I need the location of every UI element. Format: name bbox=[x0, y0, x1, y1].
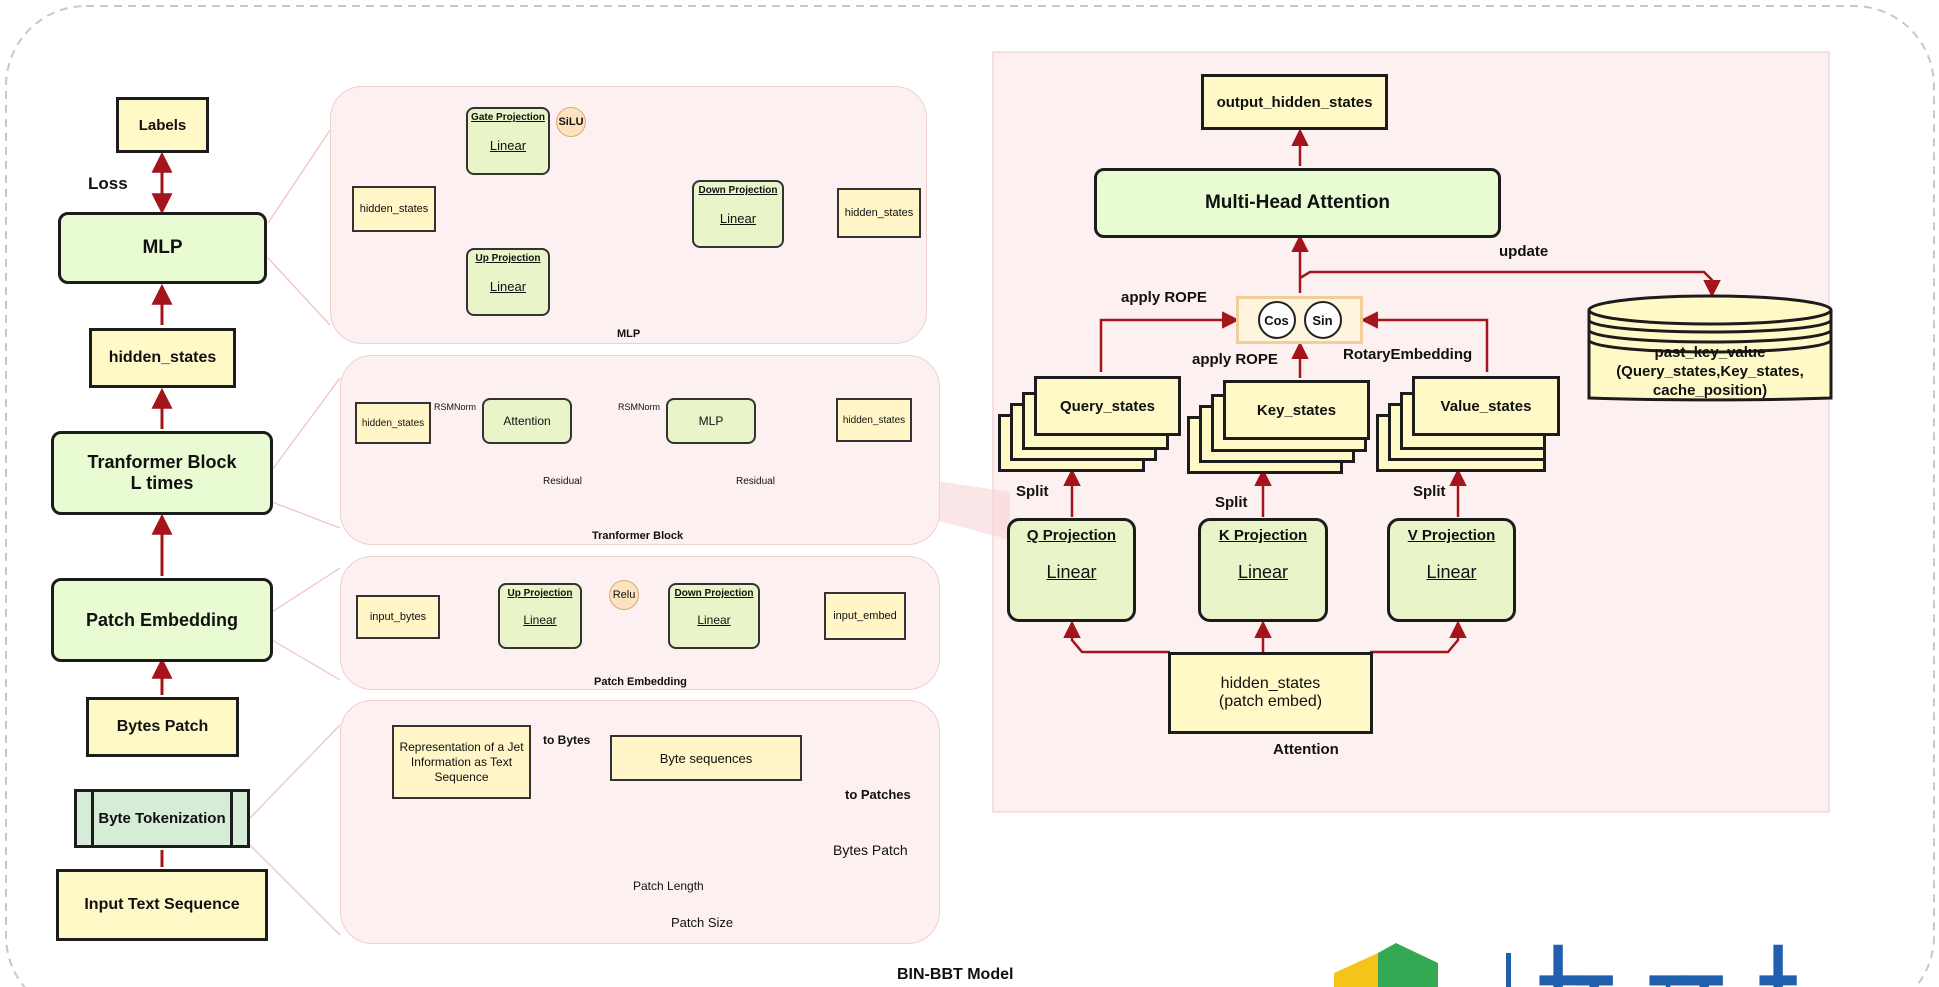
gate-projection-title: Gate Projection bbox=[471, 112, 545, 123]
up-projection-box: Up Projection Linear bbox=[466, 248, 550, 316]
q-projection-box: Q Projection Linear bbox=[1007, 518, 1136, 622]
transformer-mlp-node: MLP bbox=[666, 398, 756, 444]
rsmnorm-label-1: RSMNorm bbox=[434, 402, 476, 412]
multi-head-attention-box: Multi-Head Attention bbox=[1094, 168, 1501, 238]
split-label-v: Split bbox=[1413, 483, 1446, 500]
byte-sequences-box: Byte sequences bbox=[610, 735, 802, 781]
patch-up-projection-box: Up Projection Linear bbox=[498, 583, 582, 649]
rotary-embedding-label: RotaryEmbedding bbox=[1343, 346, 1473, 363]
input-text-sequence-box: Input Text Sequence bbox=[56, 869, 268, 941]
residual-label-1: Residual bbox=[543, 476, 582, 487]
brand-logo: ╋┳ ┯┳ ╋ bbox=[1334, 943, 1797, 987]
attention-panel-caption: Attention bbox=[1273, 741, 1339, 758]
query-states-box: Query_states bbox=[1034, 376, 1181, 436]
down-projection-linear: Linear bbox=[719, 211, 757, 226]
byte-tokenization-box: Byte Tokenization bbox=[74, 789, 250, 848]
gate-projection-linear: Linear bbox=[489, 138, 527, 153]
patch-down-projection-linear: Linear bbox=[697, 613, 731, 627]
transformer-input-box: hidden_states bbox=[355, 402, 431, 444]
representation-box: Representation of a Jet Information as T… bbox=[392, 725, 531, 799]
up-projection-linear: Linear bbox=[489, 279, 527, 294]
k-projection-linear: Linear bbox=[1237, 562, 1289, 582]
patch-up-projection-linear: Linear bbox=[523, 613, 557, 627]
output-hidden-states-box: output_hidden_states bbox=[1201, 74, 1388, 130]
k-projection-title: K Projection bbox=[1218, 527, 1308, 544]
mlp-input-box: hidden_states bbox=[352, 186, 436, 232]
transformer-panel bbox=[340, 355, 940, 545]
past-key-value-detail-2: cache_position) bbox=[1652, 382, 1768, 399]
rsmnorm-label-2: RSMNorm bbox=[618, 402, 660, 412]
past-key-value-detail-1: (Query_states,Key_states, bbox=[1616, 363, 1804, 380]
outer-frame bbox=[5, 5, 1935, 987]
attention-input-line1: hidden_states bbox=[1220, 675, 1321, 692]
past-key-value-title: past_key_value bbox=[1654, 344, 1766, 361]
split-label-k: Split bbox=[1215, 494, 1248, 511]
to-patches-label: to Patches bbox=[845, 787, 911, 802]
svg-text:╋: ╋ bbox=[1759, 944, 1797, 987]
mlp-panel-caption: MLP bbox=[617, 328, 641, 340]
hidden-states-box: hidden_states bbox=[89, 328, 236, 388]
byte-tokenization-label: Byte Tokenization bbox=[98, 810, 226, 827]
attention-input-line2: (patch embed) bbox=[1218, 693, 1323, 710]
v-projection-box: V Projection Linear bbox=[1387, 518, 1516, 622]
update-label: update bbox=[1499, 243, 1549, 260]
rotary-embedding-box: Cos Sin bbox=[1236, 296, 1363, 344]
v-projection-linear: Linear bbox=[1426, 562, 1477, 582]
to-bytes-label: to Bytes bbox=[543, 733, 591, 747]
silu-node: SiLU bbox=[556, 107, 586, 137]
bytes-patch-label: Bytes Patch bbox=[833, 842, 908, 858]
q-projection-title: Q Projection bbox=[1026, 527, 1117, 544]
mlp-output-box: hidden_states bbox=[837, 188, 921, 238]
residual-label-2: Residual bbox=[736, 476, 775, 487]
v-projection-title: V Projection bbox=[1407, 527, 1496, 544]
transformer-block-repeat: L times bbox=[130, 473, 194, 493]
q-projection-linear: Linear bbox=[1046, 562, 1097, 582]
apply-rope-label-1: apply ROPE bbox=[1121, 289, 1207, 306]
apply-rope-label-2: apply ROPE bbox=[1192, 351, 1278, 368]
loss-label: Loss bbox=[88, 174, 128, 193]
input-bytes-box: input_bytes bbox=[356, 595, 440, 639]
transformer-output-box: hidden_states bbox=[836, 398, 912, 442]
model-name-caption: BIN-BBT Model bbox=[897, 966, 1014, 983]
transformer-block-box: Tranformer Block L times bbox=[51, 431, 273, 515]
patch-panel-caption: Patch Embedding bbox=[594, 676, 687, 688]
patch-down-projection-box: Down Projection Linear bbox=[668, 583, 760, 649]
labels-box: Labels bbox=[116, 97, 209, 153]
svg-text:╋┳: ╋┳ bbox=[1539, 944, 1613, 987]
patch-embedding-box: Patch Embedding bbox=[51, 578, 273, 662]
split-label-q: Split bbox=[1016, 483, 1049, 500]
down-projection-box: Down Projection Linear bbox=[692, 180, 784, 248]
mlp-box: MLP bbox=[58, 212, 267, 284]
patch-down-projection-title: Down Projection bbox=[674, 588, 754, 599]
sin-node: Sin bbox=[1303, 301, 1342, 339]
key-states-box: Key_states bbox=[1223, 380, 1370, 440]
attention-input-box: hidden_states (patch embed) bbox=[1168, 652, 1373, 734]
transformer-panel-caption: Tranformer Block bbox=[592, 530, 684, 542]
k-projection-box: K Projection Linear bbox=[1198, 518, 1328, 622]
up-projection-title: Up Projection bbox=[475, 253, 541, 264]
down-projection-title: Down Projection bbox=[698, 185, 778, 196]
transformer-block-title: Tranformer Block bbox=[87, 452, 237, 472]
patch-size-label: Patch Size bbox=[671, 915, 734, 930]
cos-node: Cos bbox=[1257, 301, 1296, 339]
input-embed-box: input_embed bbox=[824, 592, 906, 640]
bytes-patch-box: Bytes Patch bbox=[86, 697, 239, 757]
relu-node: Relu bbox=[609, 580, 639, 610]
attention-node: Attention bbox=[482, 398, 572, 444]
patch-up-projection-title: Up Projection bbox=[507, 588, 573, 599]
value-states-box: Value_states bbox=[1412, 376, 1560, 436]
past-key-value-cylinder bbox=[1587, 294, 1833, 402]
gate-projection-box: Gate Projection Linear bbox=[466, 107, 550, 175]
past-key-value-label: past_key_value (Query_states,Key_states,… bbox=[1592, 343, 1828, 400]
patch-length-label: Patch Length bbox=[633, 879, 704, 893]
svg-text:┯┳: ┯┳ bbox=[1649, 946, 1723, 987]
